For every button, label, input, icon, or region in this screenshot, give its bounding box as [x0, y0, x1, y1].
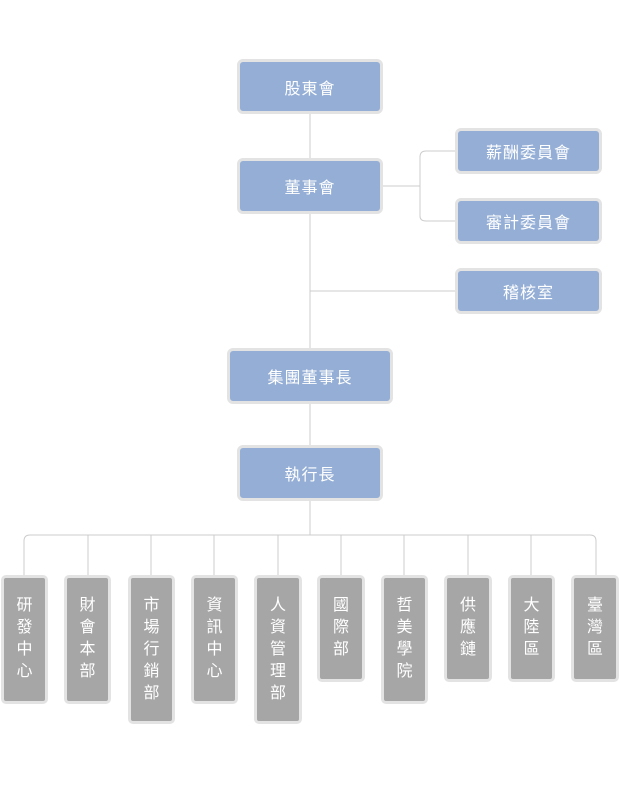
dept-it-center: 資訊中心: [191, 575, 238, 704]
node-compensation-committee: 薪酬委員會: [455, 128, 602, 174]
line-committees-bracket: [419, 150, 456, 222]
dept-label: 研發中心: [16, 595, 33, 680]
dept-international: 國際部: [317, 575, 365, 682]
dept-hr: 人資管理部: [254, 575, 302, 724]
dept-finance: 財會本部: [64, 575, 111, 704]
dept-taiwan-region: 臺灣區: [571, 575, 619, 682]
dept-label: 人資管理部: [269, 595, 286, 702]
node-shareholders: 股東會: [237, 59, 383, 114]
dept-mainland-region: 大陸區: [508, 575, 555, 682]
dept-label: 臺灣區: [586, 595, 603, 658]
line-department-bus: [23, 534, 597, 577]
dept-supply-chain: 供應鏈: [444, 575, 492, 682]
node-ceo: 執行長: [237, 445, 383, 501]
node-board: 董事會: [237, 158, 383, 214]
node-audit-committee: 審計委員會: [455, 198, 602, 244]
node-chairman: 集團董事長: [227, 348, 393, 404]
dept-academy: 哲美學院: [381, 575, 428, 704]
dept-label: 市場行銷部: [143, 595, 160, 702]
dept-label: 大陸區: [523, 595, 540, 658]
dept-marketing: 市場行銷部: [128, 575, 175, 724]
dept-label: 哲美學院: [396, 595, 413, 680]
dept-rd-center: 研發中心: [1, 575, 48, 704]
dept-label: 資訊中心: [206, 595, 223, 680]
node-internal-audit: 稽核室: [455, 268, 602, 314]
dept-label: 國際部: [332, 595, 349, 658]
dept-label: 供應鏈: [459, 595, 476, 658]
dept-label: 財會本部: [79, 595, 96, 680]
